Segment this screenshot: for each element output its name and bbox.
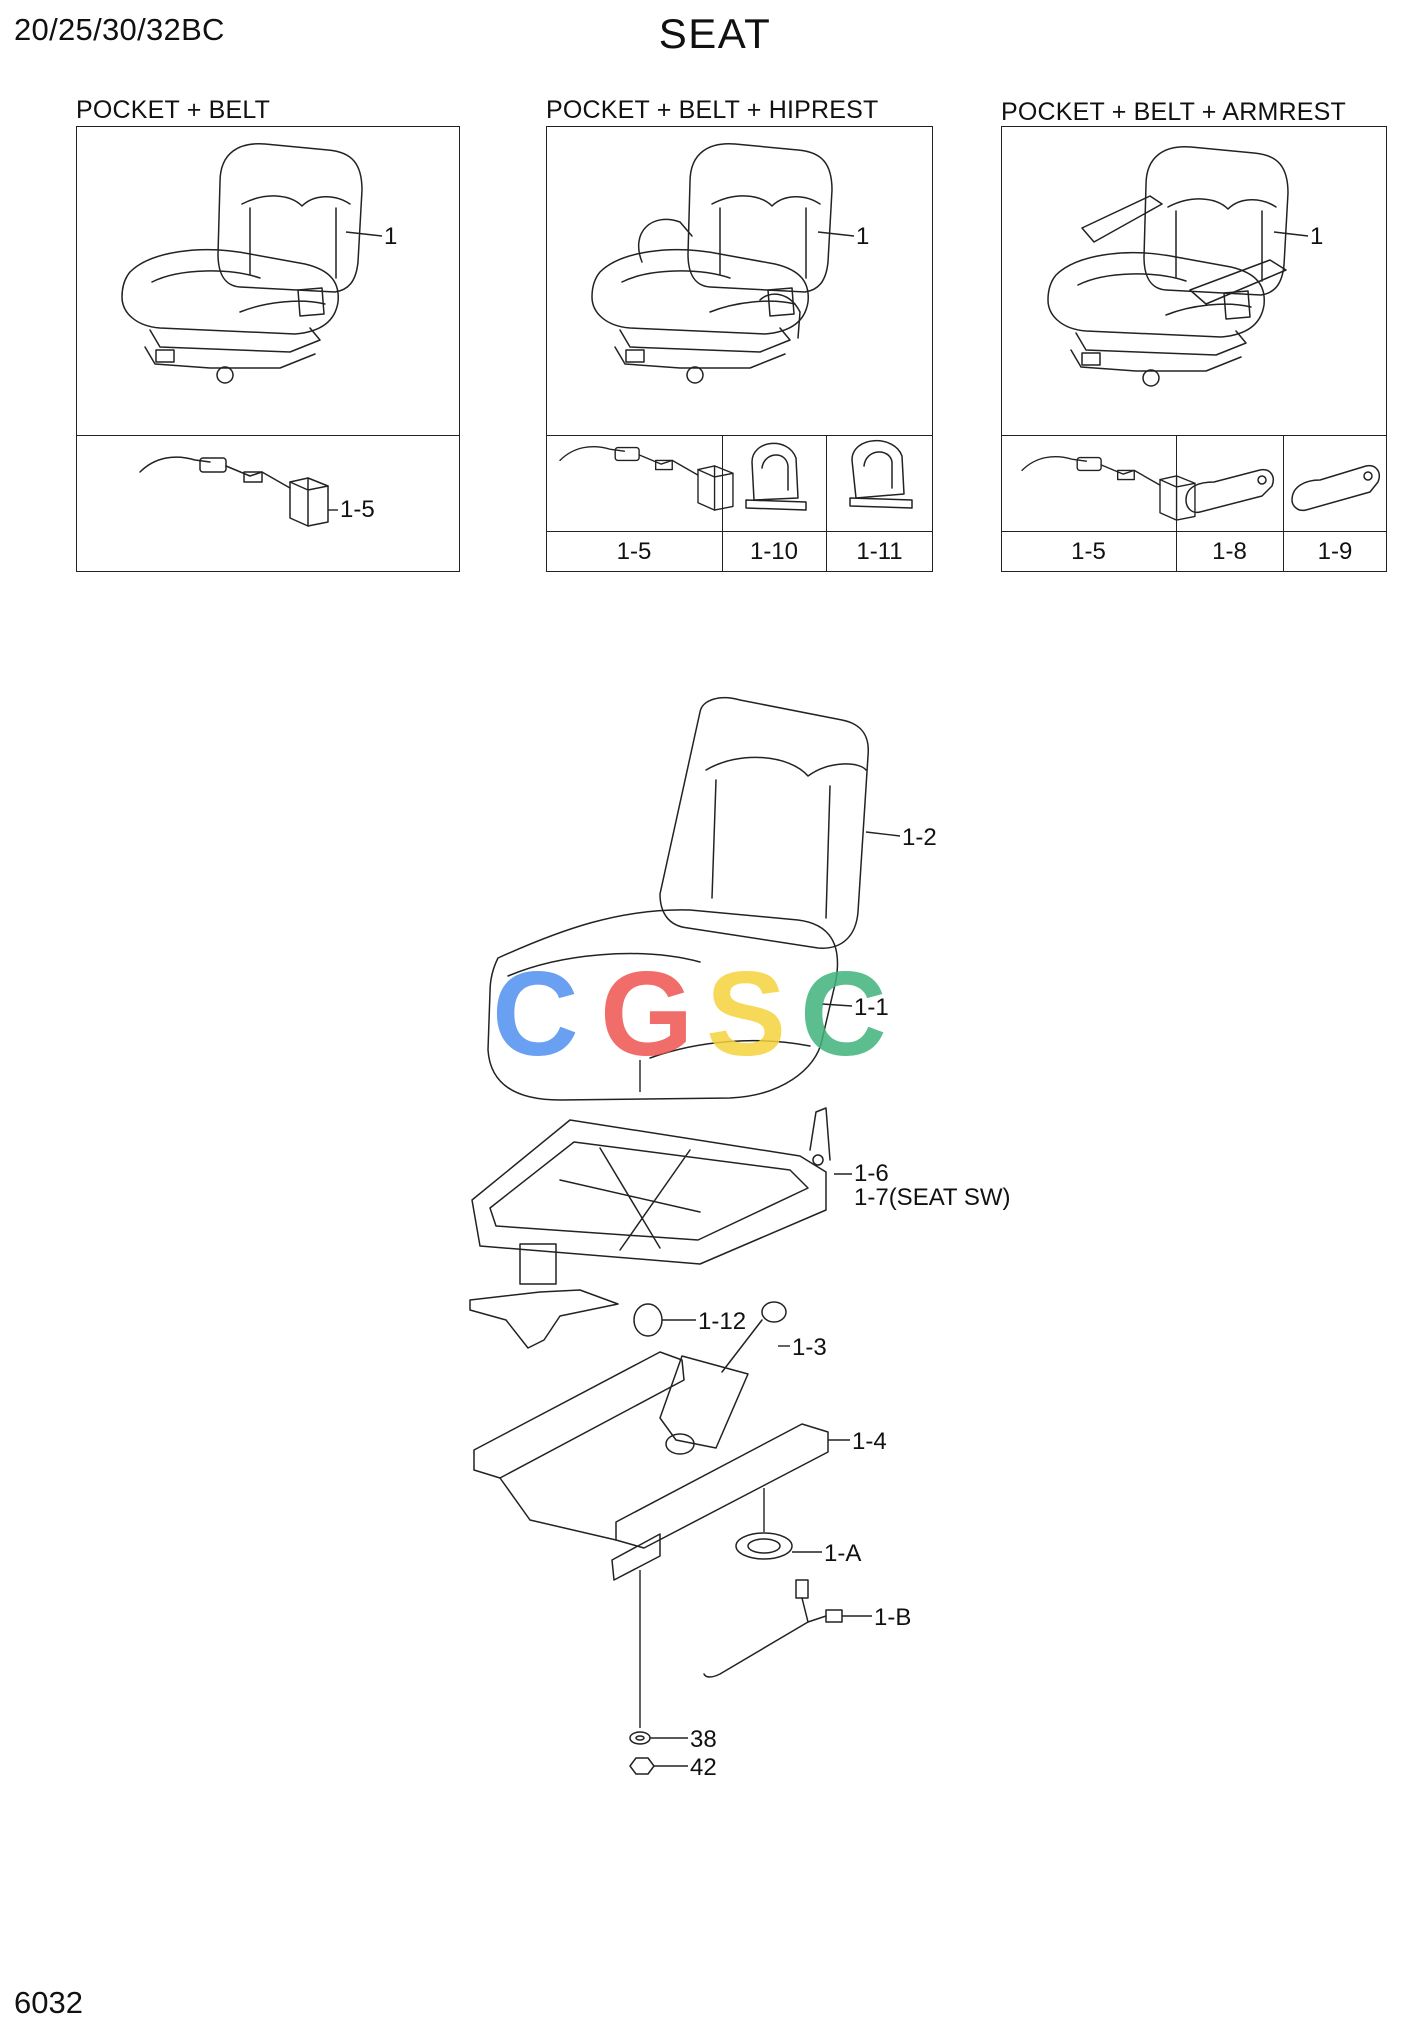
panel-2-title: POCKET + BELT + HIPREST — [546, 96, 879, 124]
seat-variant-2 — [591, 143, 833, 384]
watermark-letter-2: G — [600, 947, 693, 1081]
armrest-left-on-seat — [1081, 195, 1163, 243]
panel-2-divider — [546, 435, 933, 436]
panel-3-cell-label-belt: 1-5 — [1071, 538, 1106, 565]
watermark-letter-4: C — [800, 947, 887, 1081]
watermark-letter-3: S — [706, 947, 786, 1081]
nut-part — [629, 1757, 655, 1775]
armrest-right-part — [1291, 464, 1380, 512]
panel-2-cell-label-hiprest-left: 1-10 — [749, 538, 799, 565]
panel-2-cell-divider-2 — [826, 435, 827, 572]
callout-nut: 42 — [690, 1754, 717, 1781]
panel-3-label-divider — [1001, 531, 1387, 532]
panel-2-cell-label-hiprest-right: 1-11 — [856, 538, 903, 565]
callout-damper: 1-3 — [792, 1334, 827, 1361]
adjust-knob-part — [633, 1303, 663, 1337]
panel-3-seat-callout: 1 — [1310, 223, 1324, 250]
panel-1-seat-callout: 1 — [384, 223, 398, 250]
grommet-part — [735, 1532, 793, 1560]
callout-grommet: 1-A — [824, 1540, 862, 1567]
panel-1-title: POCKET + BELT — [76, 96, 271, 124]
washer-part — [629, 1731, 651, 1745]
callout-cushion: 1-1 — [854, 994, 889, 1021]
callout-frame: 1-6 — [854, 1160, 889, 1187]
panel-2-frame — [546, 126, 933, 572]
hiprest-right-on-seat — [759, 293, 801, 339]
hiprest-right-part — [849, 440, 913, 509]
rail-part — [473, 1351, 829, 1581]
seat-frame-part — [471, 1119, 827, 1265]
callout-washer: 38 — [690, 1726, 717, 1753]
panel-3-frame — [1001, 126, 1387, 572]
panel-2-belt-part — [559, 446, 734, 511]
panel-1-belt-callout: 1-5 — [340, 496, 375, 523]
backrest-part — [659, 696, 870, 949]
panel-1-belt-part — [139, 456, 329, 527]
panel-2-label-divider — [546, 531, 933, 532]
hiprest-left-part — [745, 442, 807, 511]
callout-backrest: 1-2 — [902, 824, 937, 851]
panel-3-belt-part — [1021, 456, 1196, 521]
armrest-left-part — [1185, 468, 1274, 514]
watermark-letter-1: C — [492, 947, 579, 1081]
armrest-right-on-seat — [1189, 259, 1287, 305]
hiprest-left-on-seat — [637, 218, 693, 263]
panel-3-title: POCKET + BELT + ARMREST — [1001, 98, 1346, 126]
cushion-part — [487, 909, 839, 1101]
panel-3-cell-label-armrest-right: 1-9 — [1317, 538, 1353, 565]
panel-3-divider — [1001, 435, 1387, 436]
panel-3-cell-divider-2 — [1283, 435, 1284, 572]
panel-1-divider — [76, 435, 460, 436]
callout-seat-switch: 1-7(SEAT SW) — [854, 1184, 1011, 1211]
harness-part — [703, 1579, 843, 1678]
panel-2-cell-label-belt: 1-5 — [616, 538, 652, 565]
page-number: 6032 — [14, 1985, 83, 2020]
page-title: SEAT — [658, 10, 772, 57]
panel-2-seat-callout: 1 — [856, 223, 870, 250]
model-number: 20/25/30/32BC — [14, 12, 225, 47]
callout-knob: 1-12 — [698, 1308, 747, 1335]
callout-harness: 1-B — [874, 1604, 912, 1631]
damper-part — [659, 1301, 787, 1455]
seat-variant-1 — [121, 143, 363, 384]
panel-1-frame — [76, 126, 460, 572]
panel-3-cell-label-armrest-left: 1-8 — [1212, 538, 1247, 565]
callout-rail: 1-4 — [852, 1428, 887, 1455]
panel-2-cell-divider-1 — [722, 435, 723, 572]
